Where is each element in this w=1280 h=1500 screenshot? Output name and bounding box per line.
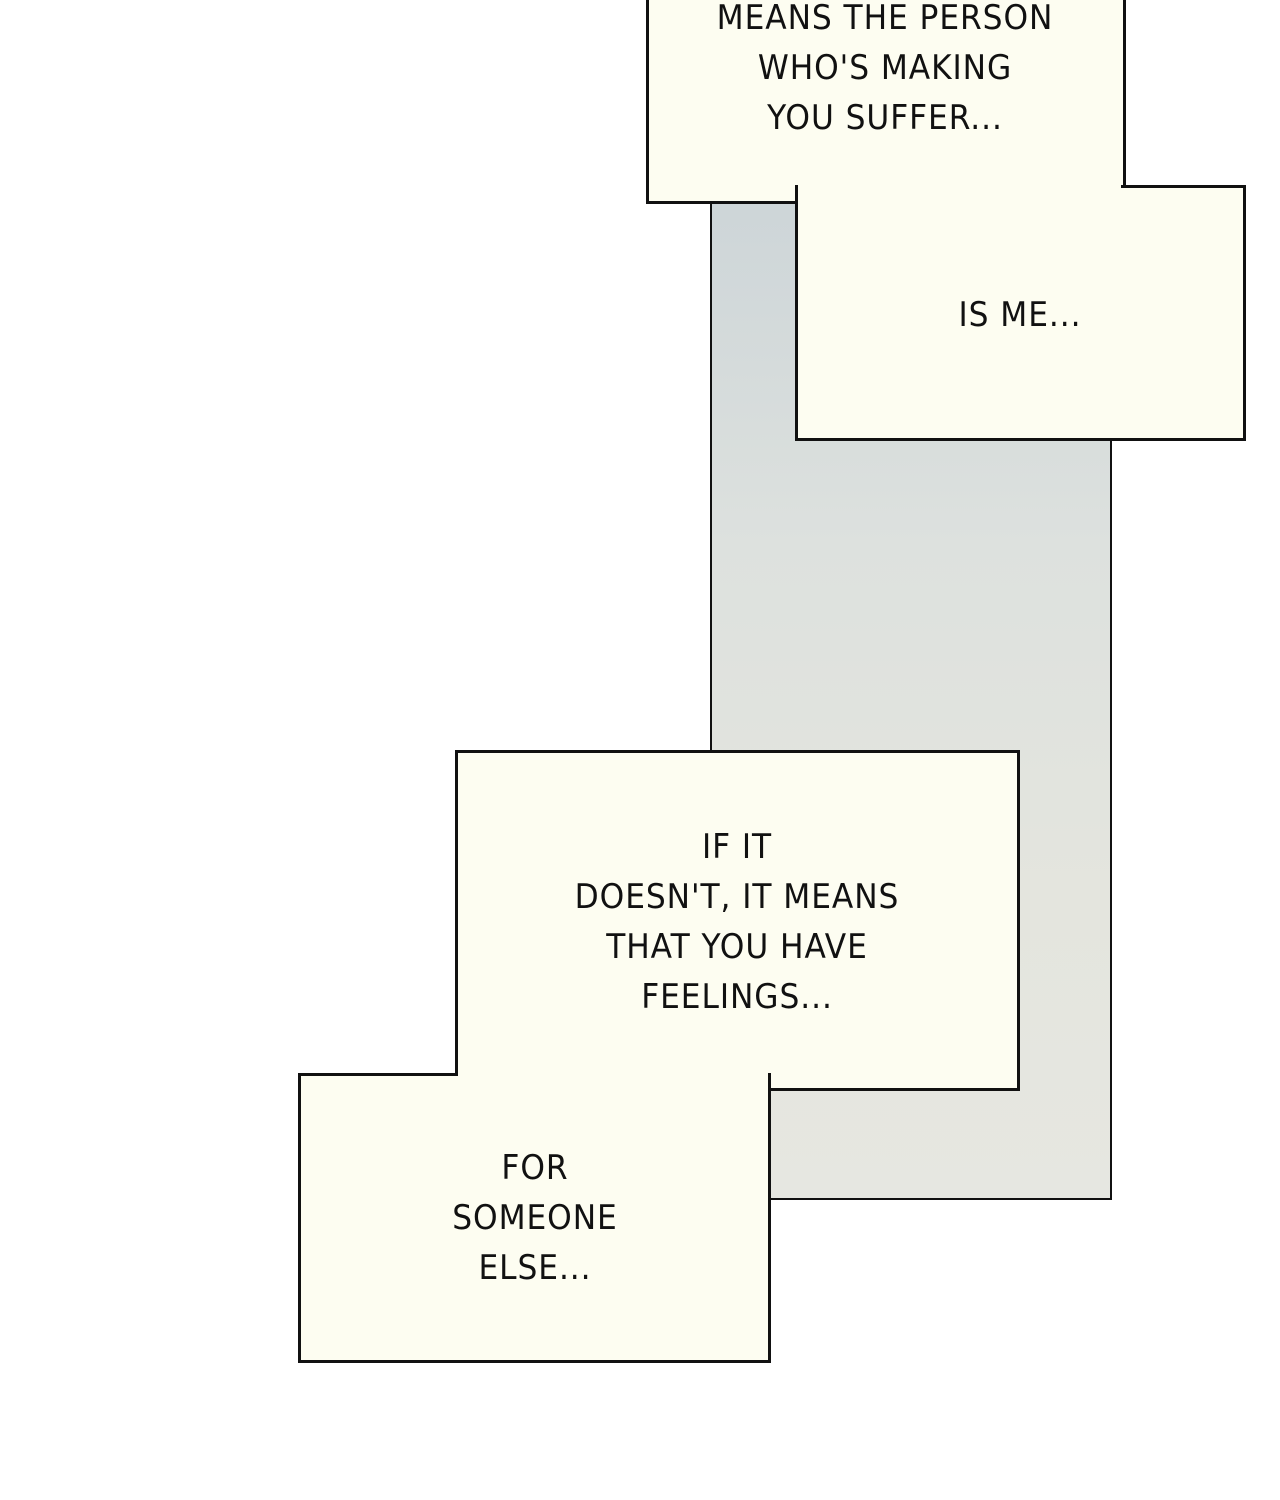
- caption-line: FEELINGS...: [641, 977, 833, 1017]
- caption-line: FOR: [501, 1148, 569, 1188]
- caption-line: MEANS THE PERSON: [716, 0, 1054, 38]
- caption-join-cover-top: [798, 180, 1121, 202]
- caption-line: IF IT: [701, 827, 773, 867]
- caption-line: THAT YOU HAVE: [606, 927, 868, 967]
- caption-line: DOESN'T, IT MEANS: [574, 877, 900, 917]
- caption-box-is-me: [795, 185, 1246, 441]
- caption-join-cover-bottom: [458, 1068, 768, 1090]
- caption-feelings-text: IF IT DOESN'T, IT MEANS THAT YOU HAVE FE…: [553, 822, 921, 1022]
- caption-box-top: [646, 0, 1126, 204]
- caption-line: IS ME...: [958, 295, 1082, 335]
- caption-top-text: MEANS THE PERSON WHO'S MAKING YOU SUFFER…: [706, 0, 1065, 143]
- caption-line: YOU SUFFER...: [767, 98, 1003, 138]
- caption-line: ELSE...: [478, 1248, 592, 1288]
- caption-someone-else-text: FOR SOMEONE ELSE...: [434, 1143, 636, 1293]
- caption-line: SOMEONE: [452, 1198, 618, 1238]
- caption-line: WHO'S MAKING: [757, 48, 1013, 88]
- caption-is-me-text: IS ME...: [910, 290, 1131, 340]
